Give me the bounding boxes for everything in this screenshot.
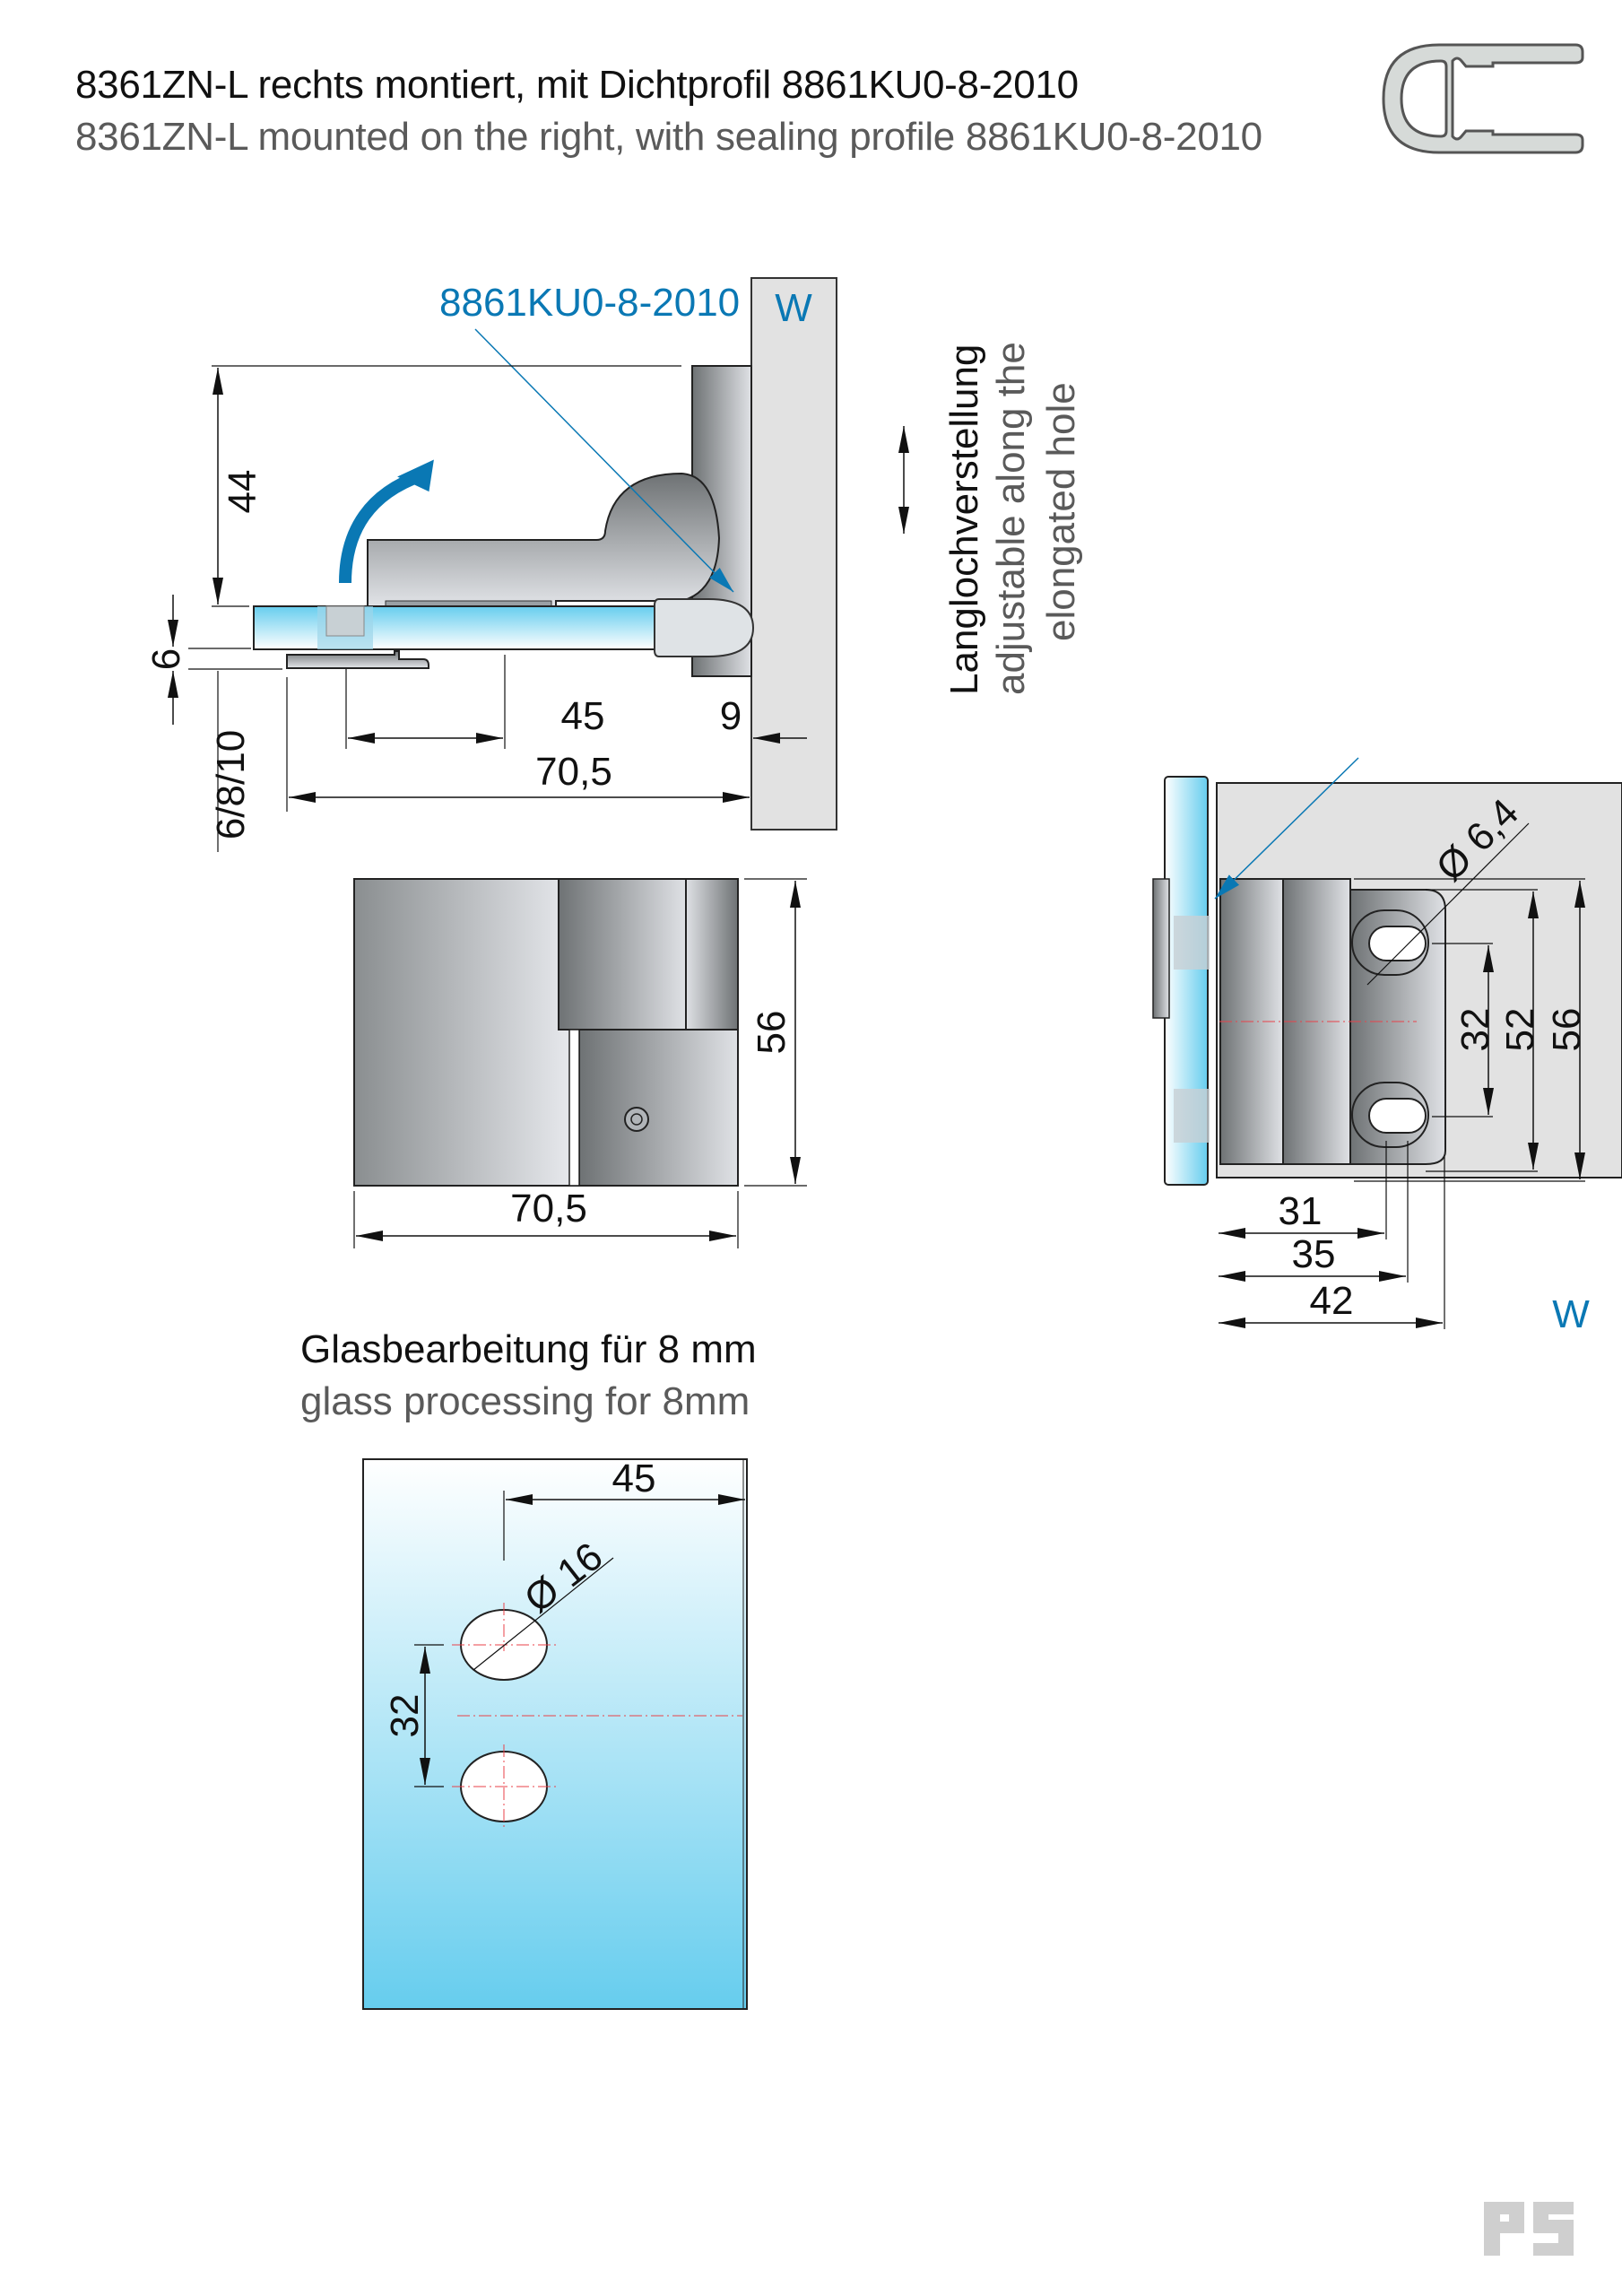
dim-glass-hole-to-edge-45: 45 [612, 1457, 656, 1500]
dim-42: 42 [1310, 1279, 1354, 1323]
glass-processing-title-en: glass processing for 8mm [300, 1379, 750, 1423]
wall [750, 277, 837, 831]
dim-hole-spacing-32: 32 [1453, 1008, 1497, 1052]
dim-35: 35 [1292, 1232, 1336, 1276]
dim-glass-thickness: 6/8/10 [209, 730, 253, 839]
dim-front-width-70-5: 70,5 [510, 1187, 587, 1231]
top-view: W 8861KU0-8-2010 44 6 6/8/10 [144, 277, 837, 852]
slot-lower [1368, 1098, 1427, 1134]
adjust-note-en-1: adjustable along the [989, 342, 1033, 695]
adjustment-note: Langlochverstellung adjustable along the… [898, 342, 1083, 695]
dim-total-height-56: 56 [1545, 1008, 1589, 1052]
seal-callout-label: 8861KU0-8-2010 [439, 281, 740, 325]
glass-processing-title-de: Glasbearbeitung für 8 mm [300, 1327, 757, 1371]
slot-upper [1368, 926, 1427, 961]
ps-logo-icon [1484, 2202, 1574, 2256]
dim-front-height-56: 56 [750, 1011, 794, 1055]
adjust-note-en-2: elongated hole [1039, 382, 1083, 641]
set-screw-icon [624, 1107, 649, 1132]
callout-leader [474, 328, 734, 593]
hinge-body [367, 472, 721, 611]
dim-overall-70-5: 70,5 [535, 750, 612, 794]
side-wall-label: W [1552, 1292, 1590, 1336]
side-view: Ø 6,4 32 52 56 31 35 42 W [1152, 757, 1622, 1336]
dim-plate-height-52: 52 [1498, 1008, 1542, 1052]
dim-height-44: 44 [221, 470, 265, 514]
dim-glass-hole-spacing-32: 32 [383, 1694, 427, 1738]
front-view: 56 70,5 [353, 878, 807, 1248]
dim-edge-to-wall-9: 9 [720, 694, 742, 738]
adjust-note-de: Langlochverstellung [942, 344, 986, 695]
dim-offset-6: 6 [144, 648, 188, 670]
dim-31: 31 [1279, 1189, 1323, 1233]
wall-label: W [775, 286, 812, 330]
sealing-profile-icon [1382, 43, 1584, 154]
glass-processing-view: 45 Ø 16 32 [362, 1457, 748, 2010]
swing-direction-arrow [339, 469, 424, 584]
dim-hole-to-edge-45: 45 [561, 694, 605, 738]
title-english: 8361ZN-L mounted on the right, with seal… [75, 115, 1262, 159]
title-german: 8361ZN-L rechts montiert, mit Dichtprofi… [75, 63, 1079, 107]
seal-profile [654, 598, 755, 657]
